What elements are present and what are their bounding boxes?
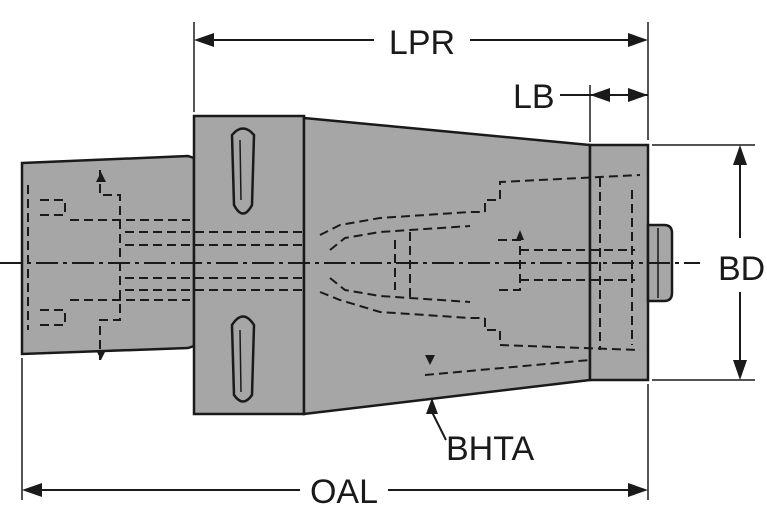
- label-oal: OAL: [310, 473, 378, 511]
- drive-slot-top: [230, 127, 256, 215]
- dimension-bd: BD: [652, 144, 765, 381]
- label-bd: BD: [718, 250, 765, 288]
- leader-bhta: BHTA: [426, 398, 534, 468]
- label-bhta: BHTA: [446, 430, 534, 468]
- dimension-lb: LB: [513, 78, 648, 142]
- drive-slots: [230, 127, 256, 403]
- internal-markers: [96, 172, 524, 365]
- drive-slot-bottom: [230, 315, 256, 403]
- label-lb: LB: [513, 78, 555, 116]
- dimension-oal: OAL: [21, 358, 649, 511]
- label-lpr: LPR: [389, 24, 455, 62]
- dimension-lpr: LPR: [193, 22, 649, 140]
- hidden-lines: [27, 170, 641, 376]
- tapered-body: [302, 116, 592, 416]
